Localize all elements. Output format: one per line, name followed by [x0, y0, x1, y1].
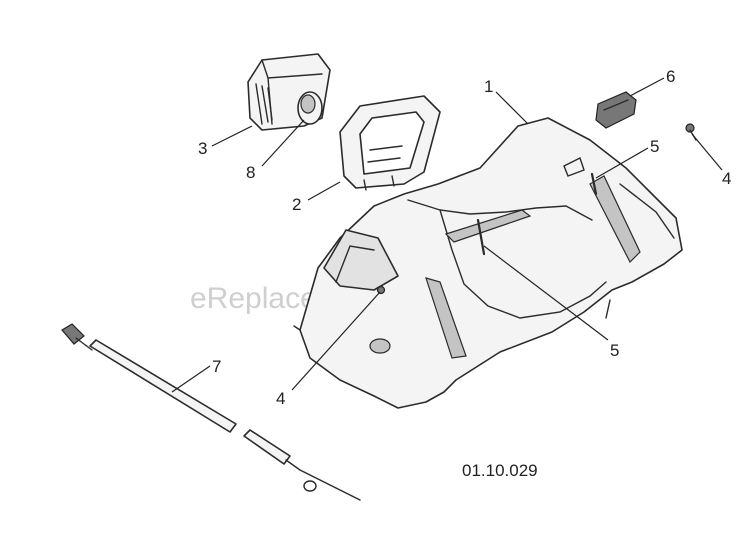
callout-1: 1 [484, 77, 493, 96]
headlight-bracket [339, 95, 441, 191]
leader-3 [211, 125, 253, 147]
callout-5a: 5 [610, 341, 619, 360]
leader-7 [171, 365, 211, 393]
callout-3: 3 [198, 139, 207, 158]
callout-7: 7 [212, 357, 221, 376]
leader-4a [291, 291, 381, 391]
bulb-socket [297, 91, 323, 125]
pin-center [476, 218, 486, 256]
callout-8: 8 [246, 163, 255, 182]
callout-5b: 5 [650, 137, 659, 156]
screw-left [376, 285, 386, 295]
callout-4b: 4 [722, 169, 731, 188]
callout-4a: 4 [276, 389, 285, 408]
switch [595, 91, 637, 129]
cable-assembly [61, 323, 361, 501]
pin-right [590, 172, 598, 196]
drawing-code: 01.10.029 [462, 461, 538, 480]
leader-8 [261, 119, 305, 167]
leader-6 [629, 77, 665, 97]
leader-5a [483, 245, 609, 341]
callout-6: 6 [666, 67, 675, 86]
leader-1 [495, 91, 529, 125]
leader-5b [595, 147, 649, 179]
hood [293, 117, 683, 409]
leader-4b [691, 133, 723, 171]
leader-2 [307, 181, 341, 201]
callout-2: 2 [292, 195, 301, 214]
